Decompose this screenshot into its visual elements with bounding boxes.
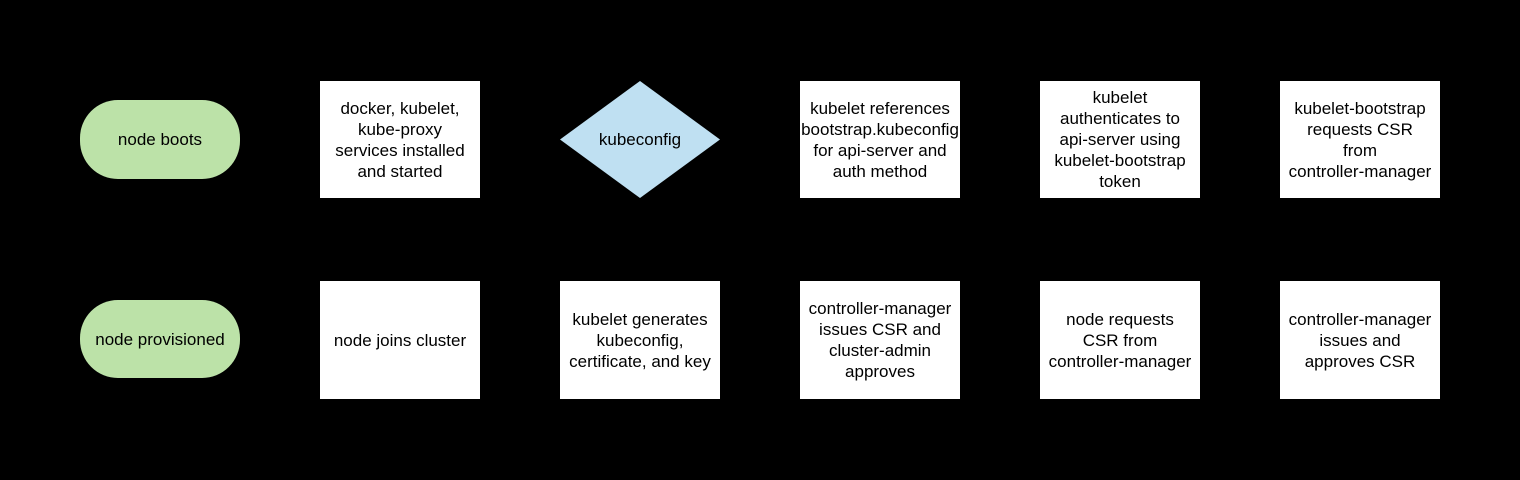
node-label: node provisioned	[95, 329, 225, 349]
node-label: kubelet references bootstrap.kubeconfig …	[801, 98, 959, 181]
node-label: node boots	[117, 130, 203, 149]
process-services-installed: docker, kubelet, kube-proxy services ins…	[320, 81, 480, 198]
node-label: node joins cluster	[333, 330, 467, 350]
decision-kubeconfig-diamond: kubeconfig	[560, 81, 720, 198]
terminal-node-boots: node boots	[80, 100, 240, 179]
process-kubelet-authenticates: kubelet authenticates to api-server usin…	[1040, 81, 1200, 198]
process-kubelet-generates: kubelet generates kubeconfig, certificat…	[560, 281, 720, 399]
node-label: docker, kubelet, kube-proxy services ins…	[335, 98, 465, 181]
process-node-joins-cluster: node joins cluster	[320, 281, 480, 399]
node-label: kubeconfig	[598, 130, 682, 149]
process-cm-issues-approves-csr: controller-manager issues and approves C…	[1280, 281, 1440, 399]
process-bootstrap-requests-csr: kubelet-bootstrap requests CSR from cont…	[1280, 81, 1440, 198]
node-label: controller-manager issues CSR and cluste…	[808, 299, 952, 381]
node-label: controller-manager issues and approves C…	[1288, 309, 1432, 371]
terminal-node-provisioned: node provisioned	[80, 300, 240, 378]
node-label: kubelet-bootstrap requests CSR from cont…	[1288, 98, 1432, 181]
process-node-requests-csr: node requests CSR from controller-manage…	[1040, 281, 1200, 399]
node-label: kubelet authenticates to api-server usin…	[1054, 88, 1186, 191]
node-label: node requests CSR from controller-manage…	[1048, 309, 1192, 371]
node-label: kubelet generates kubeconfig, certificat…	[569, 309, 711, 371]
process-cm-issues-admin-approves: controller-manager issues CSR and cluste…	[800, 281, 960, 399]
process-references-bootstrap-kubeconfig: kubelet references bootstrap.kubeconfig …	[800, 81, 960, 198]
